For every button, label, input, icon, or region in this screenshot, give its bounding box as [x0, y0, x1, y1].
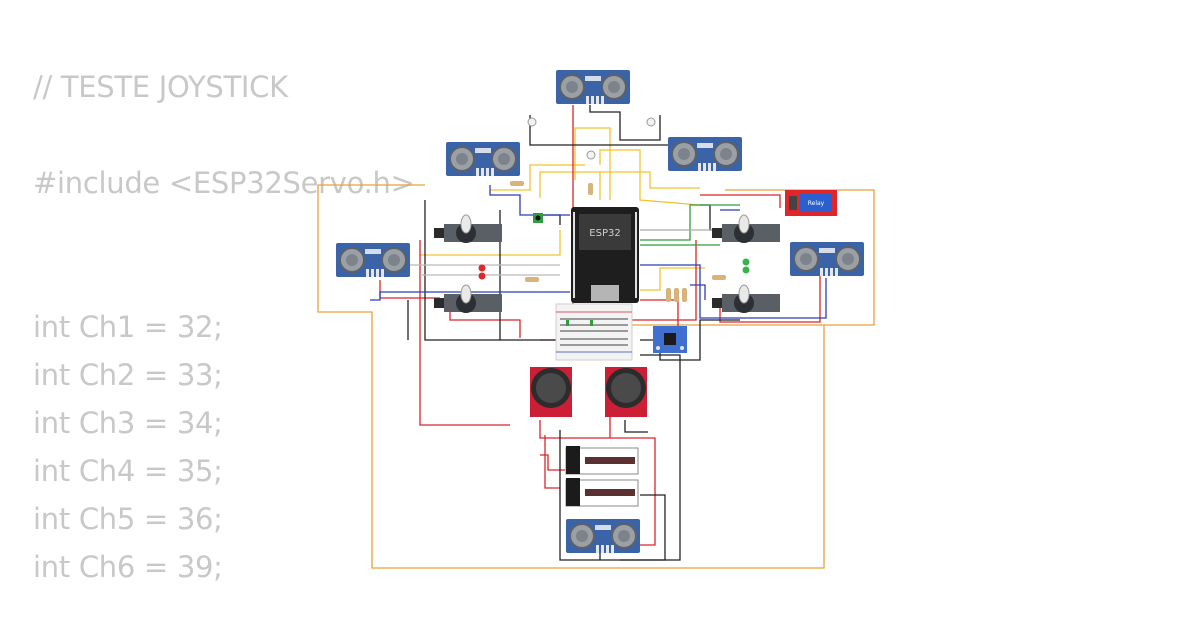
- ultrasonic-sensor-icon: [335, 242, 411, 278]
- relay-module-icon: Relay: [785, 190, 837, 216]
- ultrasonic-sensor-icon: [445, 141, 521, 177]
- code-line-5: int Ch3 = 34;: [33, 406, 223, 440]
- resistor-icon: [510, 181, 726, 302]
- esp32-label: ESP32: [589, 228, 620, 239]
- imu-module-icon: [653, 326, 687, 353]
- relay-label: Relay: [808, 200, 825, 207]
- servo-motor-icon: [433, 214, 503, 244]
- joystick-icon: [605, 367, 647, 417]
- slide-potentiometer-icon: [565, 446, 639, 475]
- servo-motor-icon: [433, 284, 503, 314]
- servo-motor-icon: [711, 214, 781, 244]
- ultrasonic-sensor-icon: [555, 69, 631, 105]
- code-line-6: int Ch4 = 35;: [33, 454, 223, 488]
- code-line-7: int Ch5 = 36;: [33, 502, 223, 536]
- slide-potentiometer-icon: [565, 478, 639, 507]
- code-line-8: int Ch6 = 39;: [33, 550, 223, 584]
- code-line-2: #include <ESP32Servo.h>: [33, 166, 415, 200]
- ultrasonic-sensor-icon: [789, 241, 865, 277]
- servo-motor-icon: [711, 284, 781, 314]
- push-button-icon: [533, 213, 543, 223]
- ultrasonic-sensor-icon: [667, 136, 743, 172]
- joystick-icon: [530, 367, 572, 417]
- esp32-board: ESP32: [571, 207, 639, 303]
- breadboard-icon: [555, 303, 633, 361]
- code-line-3: int Ch1 = 32;: [33, 310, 223, 344]
- ultrasonic-sensor-icon: [565, 518, 641, 554]
- code-line-4: int Ch2 = 33;: [33, 358, 223, 392]
- code-line-1: // TESTE JOYSTICK: [33, 70, 288, 104]
- led-icon: [478, 117, 750, 280]
